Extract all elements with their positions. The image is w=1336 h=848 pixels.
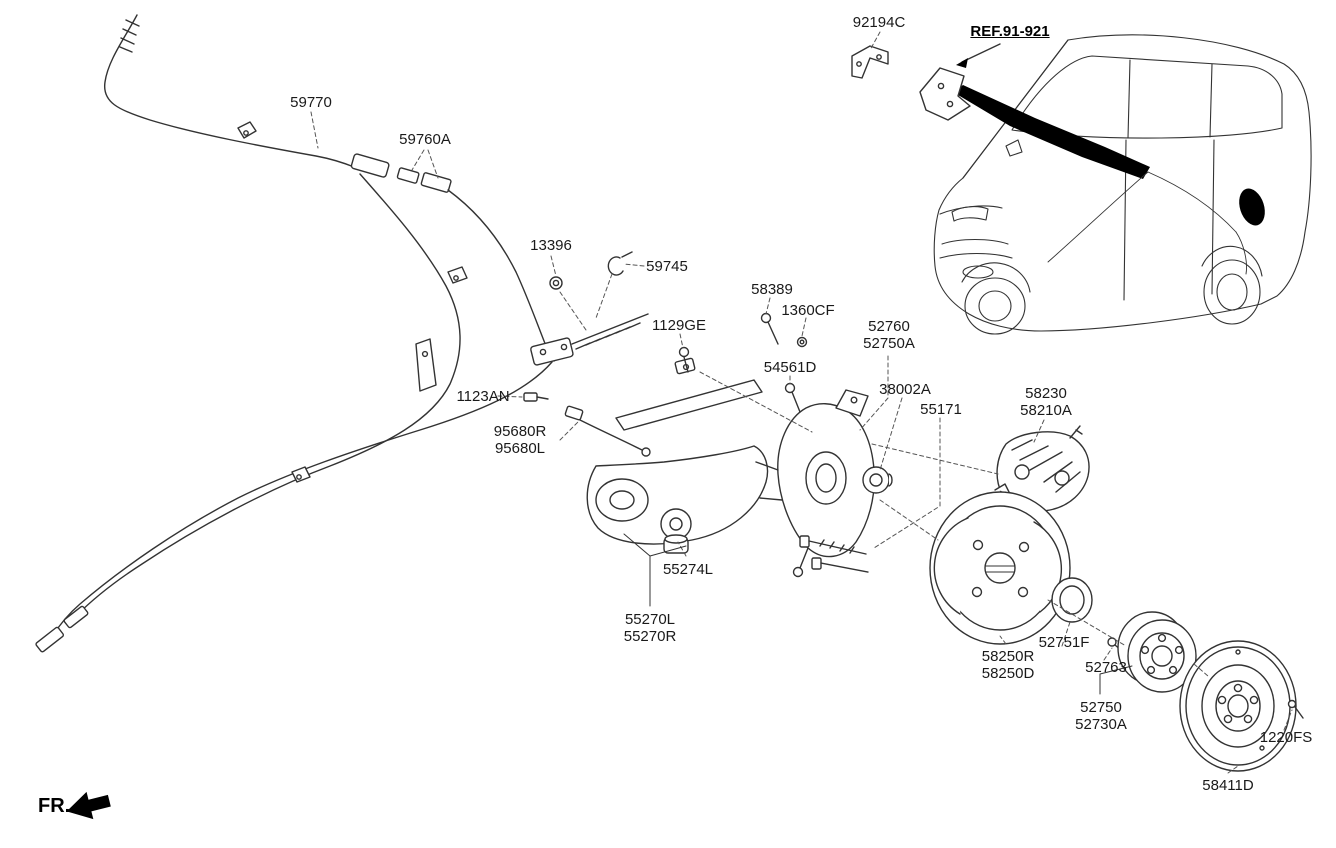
part-label-92194C: 92194C [852, 14, 906, 31]
part-label-52750: 52750 [1080, 699, 1122, 716]
highlighted-cable-route [953, 85, 1150, 179]
part-label-59760A: 59760A [399, 131, 451, 148]
fr-direction-arrow [66, 791, 111, 820]
part-label-95680R: 95680R [493, 423, 547, 440]
part-label-1220FS: 1220FS [1259, 729, 1313, 746]
vehicle-illustration [933, 34, 1312, 335]
part-label-group-55270: 55270L 55270R [624, 611, 677, 645]
bolt-58389 [760, 312, 772, 324]
part-label-38002A: 38002A [879, 381, 931, 398]
part-label-52763: 52763 [1085, 659, 1127, 676]
part-label-55270R: 55270R [623, 628, 677, 645]
part-label-group-58250: 58250R 58250D [982, 648, 1035, 682]
leader-lines [310, 31, 1293, 774]
part-label-13396: 13396 [530, 237, 572, 254]
part-label-58389: 58389 [751, 281, 793, 298]
part-label-group-52750-52730A: 52750 52730A [1075, 699, 1127, 733]
retainer-ring [1051, 577, 1129, 657]
part-label-55270L: 55270L [624, 611, 676, 628]
part-label-1129GE: 1129GE [652, 317, 706, 334]
bolt-55171 [799, 535, 810, 548]
parking-brake-cable [35, 14, 649, 653]
part-label-52750A: 52750A [863, 335, 915, 352]
fr-direction-label: FR. [38, 795, 71, 817]
part-label-58411D: 58411D [1202, 777, 1254, 794]
part-label-59770: 59770 [290, 94, 332, 111]
bolt-1220FS [1287, 699, 1297, 709]
highlighted-rear-brake [1239, 188, 1265, 226]
part-label-1123AN: 1123AN [456, 388, 510, 405]
part-label-group-52760-52750A: 52760 52750A [863, 318, 915, 352]
part-label-58210A: 58210A [1020, 402, 1072, 419]
part-label-59745: 59745 [646, 258, 688, 275]
backing-plate [929, 483, 1071, 645]
fasteners [760, 312, 808, 413]
part-label-58250R: 58250R [981, 648, 1035, 665]
part-label-52751F: 52751F [1038, 634, 1090, 651]
brake-disc [1179, 640, 1304, 772]
part-label-52760: 52760 [868, 318, 910, 335]
washer-13396 [549, 276, 563, 290]
part-label-1360CF: 1360CF [781, 302, 835, 319]
part-label-58230: 58230 [1025, 385, 1067, 402]
part-label-group-58230-58210A: 58230 58210A [1020, 385, 1072, 419]
part-label-52730A: 52730A [1075, 716, 1127, 733]
part-label-group-95680: 95680R 95680L [494, 423, 547, 457]
part-label-95680L: 95680L [494, 440, 546, 457]
ref-callout-91-921: REF.91-921 [970, 23, 1050, 40]
trailing-arm [586, 445, 769, 554]
clip-59745 [607, 256, 624, 276]
upper-arm-and-abs-sensor [523, 346, 763, 457]
knuckle-assembly [755, 389, 893, 578]
part-label-54561D: 54561D [763, 359, 817, 376]
mount-brackets [851, 45, 971, 121]
bracket-leaders [623, 533, 1133, 695]
hub-bearing [1117, 611, 1197, 693]
part-label-55274L: 55274L [662, 561, 714, 578]
bolt-54561D [784, 382, 796, 394]
part-label-55171: 55171 [920, 401, 962, 418]
brake-caliper [996, 425, 1090, 512]
part-label-58250D: 58250D [981, 665, 1035, 682]
ref-arrow [956, 43, 1001, 68]
